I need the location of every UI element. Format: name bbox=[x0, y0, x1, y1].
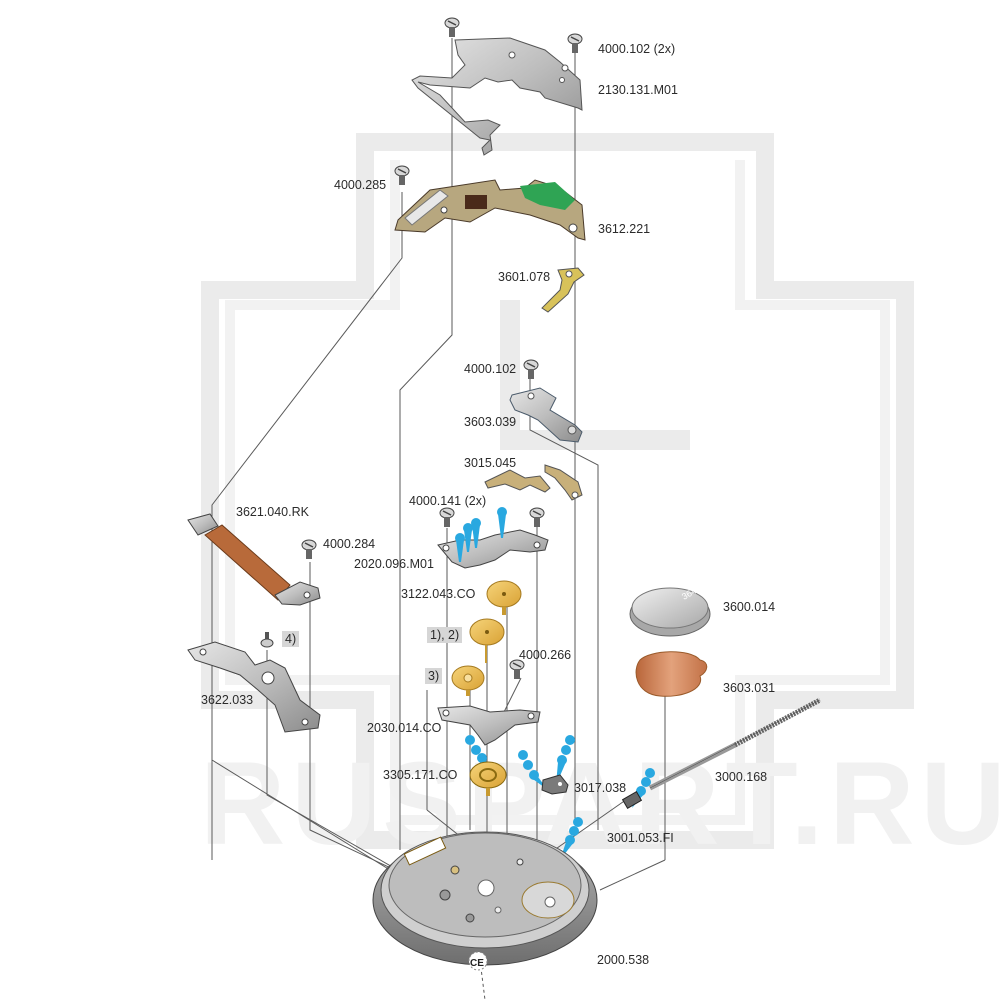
main-plate-part bbox=[372, 831, 598, 966]
screw-icon bbox=[509, 659, 525, 679]
leader-line bbox=[211, 759, 391, 871]
rotor-pin-part bbox=[260, 632, 274, 648]
ce-mark-text: CE bbox=[470, 958, 484, 969]
oil-drop-icon bbox=[471, 518, 481, 548]
leader-line bbox=[211, 192, 403, 860]
note-badge: 1), 2) bbox=[427, 627, 463, 643]
note-badge: 3) bbox=[425, 668, 443, 684]
oil-drop-icon bbox=[497, 507, 507, 538]
part-label: 2130.131.M01 bbox=[598, 83, 678, 97]
train-bridge-part bbox=[437, 529, 549, 569]
battery-clamp-part bbox=[509, 387, 583, 443]
bridge-part bbox=[411, 37, 583, 156]
part-label: 3017.038 bbox=[574, 781, 627, 795]
oil-drop-icon bbox=[455, 533, 465, 562]
setting-lever-spring-part bbox=[484, 464, 583, 501]
oil-drop-icon bbox=[463, 523, 473, 552]
battery-part: 364 bbox=[629, 586, 711, 637]
part-label: 3603.039 bbox=[464, 415, 517, 429]
winding-stem-part bbox=[648, 697, 822, 791]
wheel-part bbox=[469, 618, 505, 663]
part-label: 3612.221 bbox=[598, 222, 651, 236]
part-label: 3601.078 bbox=[498, 270, 551, 284]
part-label: 3622.033 bbox=[201, 693, 254, 707]
part-label: 4000.141 (2x) bbox=[409, 494, 487, 508]
coil-part bbox=[187, 513, 321, 606]
part-label: 2030.014.CO bbox=[367, 721, 442, 735]
part-label: 4000.285 bbox=[334, 178, 387, 192]
part-label: 3122.043.CO bbox=[401, 587, 476, 601]
watermark-text: RUSPART.RU bbox=[200, 738, 1000, 870]
rotor-bridge-part bbox=[437, 705, 541, 746]
screw-icon bbox=[301, 539, 317, 559]
wheel-part bbox=[486, 580, 522, 615]
screw-icon bbox=[394, 165, 410, 185]
part-label: 2000.538 bbox=[597, 953, 650, 967]
screw-icon bbox=[529, 507, 545, 527]
leader-line bbox=[599, 859, 666, 891]
part-label: 3621.040.RK bbox=[236, 505, 309, 519]
yoke-part bbox=[541, 774, 569, 795]
part-label: 4000.266 bbox=[519, 648, 572, 662]
ce-mark: CE bbox=[468, 951, 488, 971]
rotor-wheel-part bbox=[469, 761, 507, 796]
part-label: 3305.171.CO bbox=[383, 768, 458, 782]
wheel-part bbox=[451, 665, 485, 696]
part-label: 2020.096.M01 bbox=[354, 557, 434, 571]
screw-icon bbox=[444, 17, 460, 37]
screw-icon bbox=[439, 507, 455, 527]
insulator-part bbox=[635, 651, 708, 697]
screw-icon bbox=[523, 359, 539, 379]
part-label: 3603.031 bbox=[723, 681, 776, 695]
circuit-module bbox=[394, 179, 586, 241]
leader-line bbox=[399, 330, 453, 850]
part-label: 4000.102 (2x) bbox=[598, 42, 676, 56]
part-label: 3015.045 bbox=[464, 456, 517, 470]
part-label: 3000.168 bbox=[715, 770, 768, 784]
part-label: 4000.284 bbox=[323, 537, 376, 551]
part-label: 3600.014 bbox=[723, 600, 776, 614]
contact-spring-part bbox=[541, 267, 585, 313]
stator-part bbox=[187, 641, 321, 733]
sliding-pinion-part bbox=[621, 790, 643, 810]
part-label: 3001.053.FI bbox=[607, 831, 674, 845]
screw-icon bbox=[567, 33, 583, 53]
part-label: 4000.102 bbox=[464, 362, 517, 376]
note-badge: 4) bbox=[282, 631, 300, 647]
